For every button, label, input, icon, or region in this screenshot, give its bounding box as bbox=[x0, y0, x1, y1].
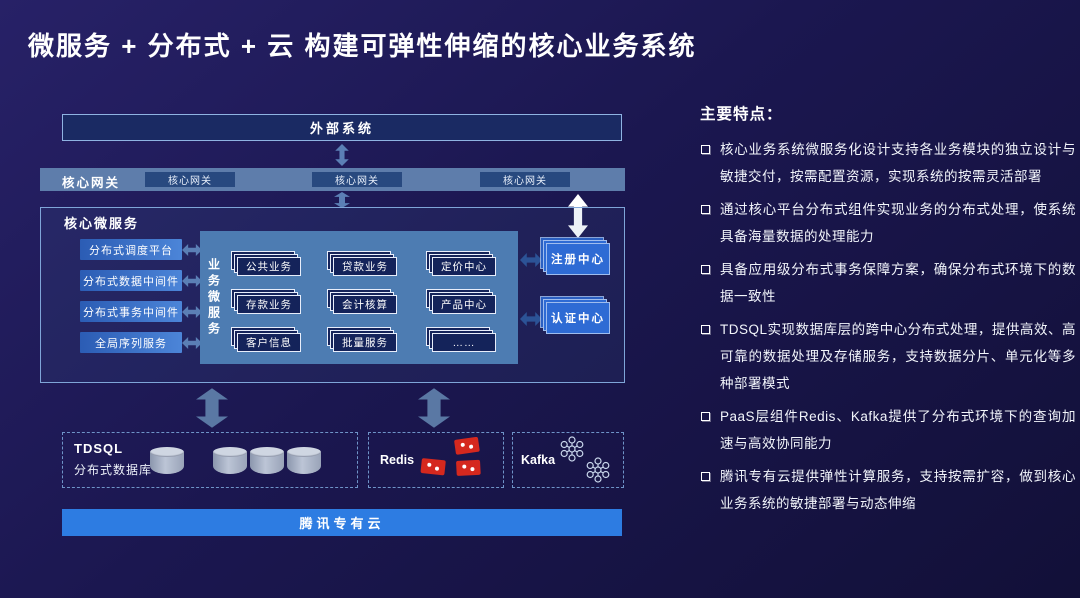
auth-center-label: 认证中心 bbox=[546, 302, 610, 334]
database-cylinder-icon bbox=[287, 447, 321, 474]
service-card: …… bbox=[426, 327, 496, 352]
service-label: 会计核算 bbox=[333, 295, 397, 314]
service-label: 批量服务 bbox=[333, 333, 397, 352]
service-card: 存款业务 bbox=[231, 289, 301, 314]
checkbox-bullet-icon bbox=[701, 412, 710, 421]
double-arrow-icon bbox=[182, 306, 202, 318]
feature-item: 具备应用级分布式事务保障方案，确保分布式环境下的数据一致性 bbox=[700, 256, 1076, 310]
database-cylinder-icon bbox=[250, 447, 284, 474]
double-arrow-icon bbox=[182, 337, 202, 349]
kafka-box bbox=[512, 432, 624, 488]
cloud-bar-label: 腾讯专有云 bbox=[299, 516, 385, 531]
external-system-label: 外部系统 bbox=[309, 121, 374, 136]
checkbox-bullet-icon bbox=[701, 145, 710, 154]
feature-text: 腾讯专有云提供弹性计算服务，支持按需扩容，做到核心业务系统的敏捷部署与动态伸缩 bbox=[720, 469, 1076, 511]
gateway-band-label: 核心网关 bbox=[62, 176, 121, 190]
feature-text: 通过核心平台分布式组件实现业务的分布式处理，使系统具备海量数据的处理能力 bbox=[720, 202, 1076, 244]
redis-cubes-icon bbox=[420, 437, 481, 476]
feature-item: TDSQL实现数据库层的跨中心分布式处理，提供高效、高可靠的数据处理及存储服务，… bbox=[700, 316, 1076, 397]
tdsql-title: TDSQL bbox=[74, 441, 124, 456]
kafka-nodes-icon bbox=[560, 436, 610, 483]
middleware-box: 全局序列服务 bbox=[80, 332, 182, 353]
redis-label: Redis bbox=[380, 453, 415, 467]
checkbox-bullet-icon bbox=[701, 325, 710, 334]
auth-center-box: 认证中心 bbox=[540, 296, 610, 334]
service-card: 定价中心 bbox=[426, 251, 496, 276]
middleware-label: 分布式调度平台 bbox=[89, 244, 173, 257]
redis-box bbox=[368, 432, 504, 488]
middleware-box: 分布式事务中间件 bbox=[80, 301, 182, 322]
service-card: 批量服务 bbox=[327, 327, 397, 352]
gateway-box: 核心网关 bbox=[312, 172, 402, 187]
cloud-bar: 腾讯专有云 bbox=[62, 509, 622, 536]
feature-text: 具备应用级分布式事务保障方案，确保分布式环境下的数据一致性 bbox=[720, 262, 1076, 304]
gateway-box: 核心网关 bbox=[480, 172, 570, 187]
service-card: 会计核算 bbox=[327, 289, 397, 314]
checkbox-bullet-icon bbox=[701, 265, 710, 274]
feature-item: 腾讯专有云提供弹性计算服务，支持按需扩容，做到核心业务系统的敏捷部署与动态伸缩 bbox=[700, 463, 1076, 517]
feature-text: 核心业务系统微服务化设计支持各业务模块的独立设计与敏捷交付，按需配置资源，实现系… bbox=[720, 142, 1076, 184]
registry-center-box: 注册中心 bbox=[540, 237, 610, 275]
gateway-label: 核心网关 bbox=[335, 176, 379, 187]
double-arrow-icon bbox=[334, 192, 350, 208]
features-heading: 主要特点： bbox=[700, 106, 783, 123]
double-arrow-icon bbox=[335, 144, 349, 166]
feature-item: PaaS层组件Redis、Kafka提供了分布式环境下的查询加速与高效协同能力 bbox=[700, 403, 1076, 457]
business-microservices-vertical-label: 业务微服务 bbox=[206, 257, 221, 338]
gateway-label: 核心网关 bbox=[168, 176, 212, 187]
tdsql-subtitle: 分布式数据库 bbox=[74, 463, 153, 477]
gateway-box: 核心网关 bbox=[145, 172, 235, 187]
double-arrow-icon bbox=[520, 312, 542, 326]
middleware-box: 分布式调度平台 bbox=[80, 239, 182, 260]
middleware-label: 全局序列服务 bbox=[95, 337, 167, 350]
middleware-label: 分布式数据中间件 bbox=[83, 275, 179, 288]
service-label: 公共业务 bbox=[237, 257, 301, 276]
feature-text: TDSQL实现数据库层的跨中心分布式处理，提供高效、高可靠的数据处理及存储服务，… bbox=[720, 322, 1076, 391]
service-card: 公共业务 bbox=[231, 251, 301, 276]
kafka-label: Kafka bbox=[521, 453, 556, 467]
feature-item: 核心业务系统微服务化设计支持各业务模块的独立设计与敏捷交付，按需配置资源，实现系… bbox=[700, 136, 1076, 190]
gateway-label: 核心网关 bbox=[503, 176, 547, 187]
core-microservices-label: 核心微服务 bbox=[64, 216, 140, 231]
double-arrow-icon bbox=[182, 275, 202, 287]
checkbox-bullet-icon bbox=[701, 205, 710, 214]
service-label: 产品中心 bbox=[432, 295, 496, 314]
block-arrow-icon bbox=[196, 388, 228, 428]
service-label: 客户信息 bbox=[237, 333, 301, 352]
service-card: 客户信息 bbox=[231, 327, 301, 352]
service-label: 定价中心 bbox=[432, 257, 496, 276]
database-cylinder-icon bbox=[150, 447, 184, 474]
page-title: 微服务 + 分布式 + 云 构建可弹性伸缩的核心业务系统 bbox=[28, 31, 697, 61]
double-arrow-icon bbox=[520, 253, 542, 267]
service-label: 贷款业务 bbox=[333, 257, 397, 276]
double-arrow-icon bbox=[182, 244, 202, 256]
checkbox-bullet-icon bbox=[701, 472, 710, 481]
feature-item: 通过核心平台分布式组件实现业务的分布式处理，使系统具备海量数据的处理能力 bbox=[700, 196, 1076, 250]
middleware-box: 分布式数据中间件 bbox=[80, 270, 182, 291]
middleware-label: 分布式事务中间件 bbox=[83, 306, 179, 319]
features-panel: 主要特点： 核心业务系统微服务化设计支持各业务模块的独立设计与敏捷交付，按需配置… bbox=[700, 102, 1076, 523]
service-card: 贷款业务 bbox=[327, 251, 397, 276]
registry-center-label: 注册中心 bbox=[546, 243, 610, 275]
service-label: …… bbox=[432, 333, 496, 352]
service-label: 存款业务 bbox=[237, 295, 301, 314]
feature-text: PaaS层组件Redis、Kafka提供了分布式环境下的查询加速与高效协同能力 bbox=[720, 409, 1076, 451]
external-system-box: 外部系统 bbox=[62, 114, 622, 141]
service-card: 产品中心 bbox=[426, 289, 496, 314]
tdsql-box bbox=[62, 432, 358, 488]
database-cylinder-icon bbox=[213, 447, 247, 474]
white-double-arrow-icon bbox=[568, 194, 588, 238]
block-arrow-icon bbox=[418, 388, 450, 428]
